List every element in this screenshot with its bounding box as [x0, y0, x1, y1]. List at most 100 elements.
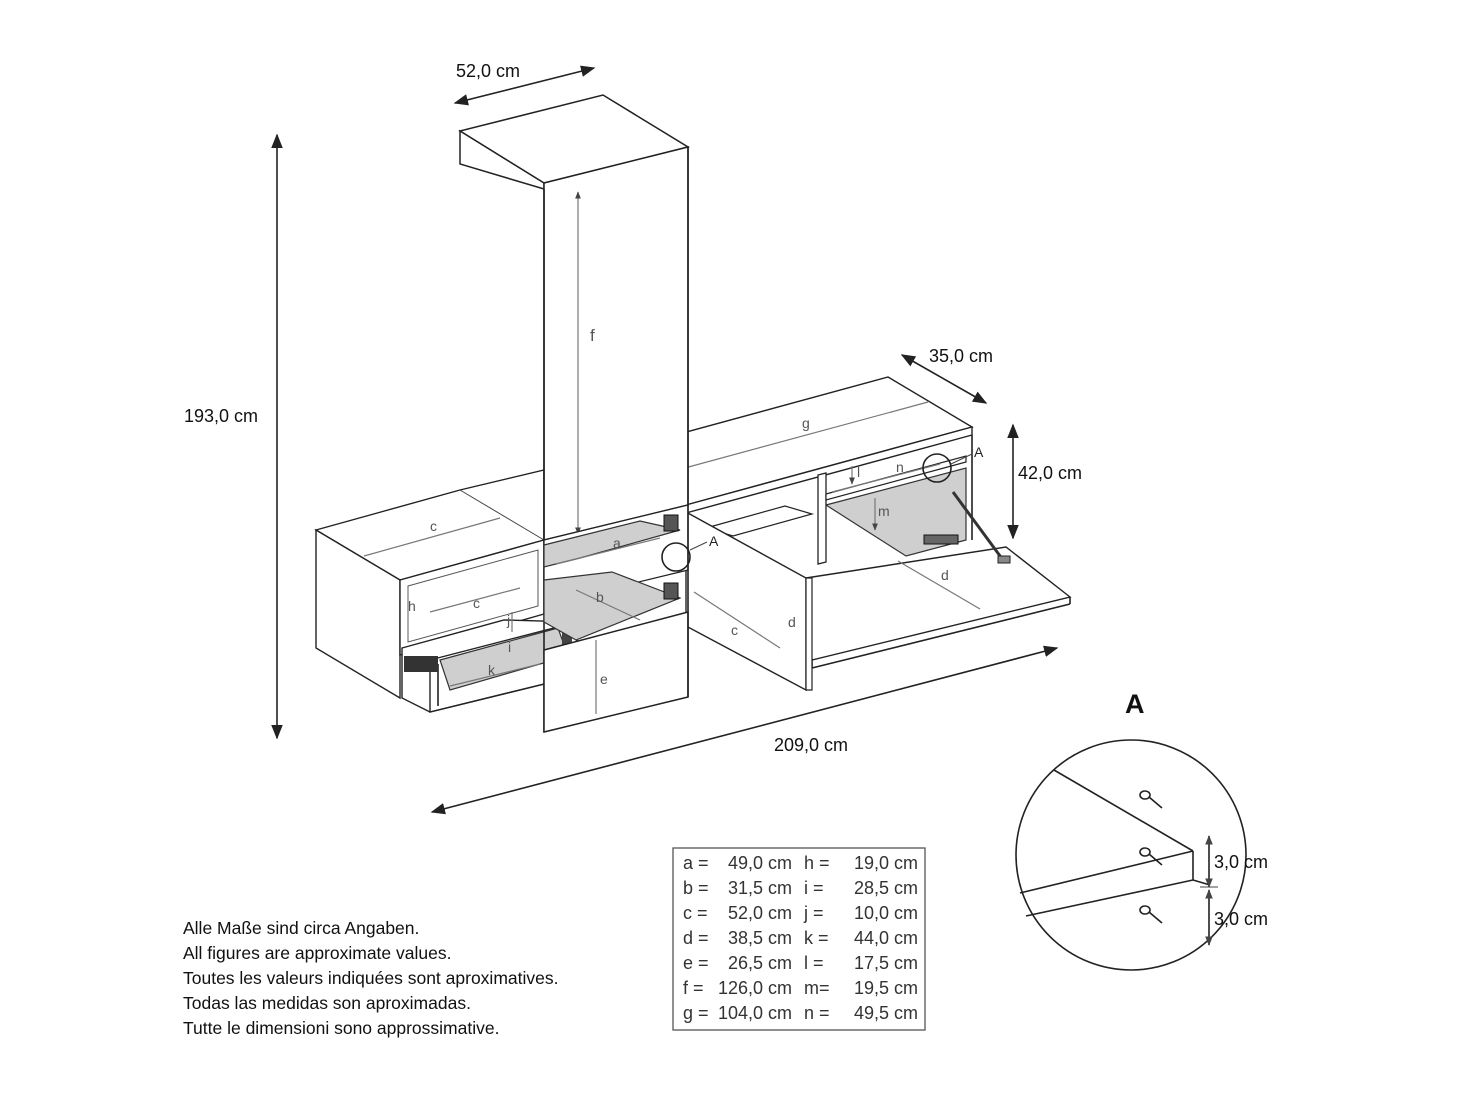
low-sideboard: [600, 376, 1072, 692]
measurements-table: a =49,0 cmb =31,5 cmc =52,0 cmd =38,5 cm…: [672, 847, 926, 1031]
detail-title: A: [1125, 689, 1145, 719]
low-sideboard-divider: [817, 472, 827, 565]
disclaimer-it: Tutte le dimensioni sono approssimative.: [183, 1018, 499, 1038]
disclaimer-de: Alle Maße sind circa Angaben.: [183, 918, 419, 938]
low-sideboard-compartment-floor: [824, 467, 967, 557]
left-drawer-cabinet: [314, 469, 578, 713]
disclaimer: Alle Maße sind circa Angaben. All figure…: [183, 918, 558, 1038]
detail-dim-upper: 3,0 cm: [1214, 852, 1268, 872]
hole-icon: [1139, 847, 1151, 857]
label-c-niche: c: [473, 595, 480, 611]
overall-dimension-lines: [271, 65, 1059, 815]
detail-a: A 3,0 cm 3,0 cm: [1015, 689, 1268, 971]
label-m: m: [878, 503, 890, 519]
compartment-shelf-a: [543, 520, 681, 568]
low-sideboard-left-door: [685, 510, 807, 692]
dim-depth-low: 35,0 cm: [929, 346, 993, 366]
table-key-right: h =: [804, 853, 830, 873]
table-key-right: m=: [804, 978, 830, 998]
measure-g-line: [647, 401, 929, 479]
detail-circle: [1015, 739, 1247, 971]
part-labels: f g l n m d d c a b e c c h j i k A A: [408, 326, 984, 687]
callout-label-left: A: [709, 533, 719, 549]
table-value-right: 49,5 cm: [854, 1003, 918, 1023]
table-value-right: 10,0 cm: [854, 903, 918, 923]
detail-dim-lower: 3,0 cm: [1214, 909, 1268, 929]
flap-bottom-edge: [811, 603, 1071, 669]
table-value-left: 38,5 cm: [728, 928, 792, 948]
label-a: a: [613, 535, 621, 551]
label-c-top: c: [430, 518, 437, 534]
measure-b-line: [575, 589, 641, 621]
callout-label-right: A: [974, 444, 984, 460]
label-j: j: [506, 612, 510, 628]
measure-c-niche-line: [429, 587, 521, 613]
measurements-table-frame: [672, 847, 926, 1031]
table-key-right: n =: [804, 1003, 830, 1023]
tall-cabinet: [458, 94, 708, 733]
dim-length-total: 209,0 cm: [774, 735, 848, 755]
callout-circle-right: [922, 453, 952, 483]
label-b: b: [596, 589, 604, 605]
detail-board-left-top: [1019, 850, 1194, 894]
hole-pin: [1148, 796, 1163, 809]
measure-d-line: [897, 560, 981, 610]
hole-icon: [1139, 905, 1151, 915]
disclaimer-es: Todas las medidas son aproximadas.: [183, 993, 471, 1013]
hole-pin: [1148, 911, 1163, 924]
low-sideboard-flap-door: [805, 546, 1072, 661]
table-key-left: a =: [683, 853, 709, 873]
callout-leader-left: [689, 541, 708, 551]
table-value-left: 104,0 cm: [718, 1003, 792, 1023]
dim-height-total: 193,0 cm: [184, 406, 258, 426]
hinge-upper: [663, 514, 679, 532]
label-i: i: [508, 639, 511, 655]
label-l: l: [857, 464, 860, 480]
table-key-right: i =: [804, 878, 824, 898]
table-key-right: k =: [804, 928, 829, 948]
table-key-right: j =: [803, 903, 824, 923]
table-value-right: 17,5 cm: [854, 953, 918, 973]
disclaimer-en: All figures are approximate values.: [183, 943, 451, 963]
flap-hinge: [923, 534, 959, 545]
label-f: f: [590, 326, 595, 345]
table-value-right: 19,5 cm: [854, 978, 918, 998]
table-key-left: b =: [683, 878, 709, 898]
label-n: n: [896, 459, 904, 475]
drawer-runner-left: [404, 656, 438, 672]
callout-circle-left: [661, 542, 691, 572]
table-value-left: 126,0 cm: [718, 978, 792, 998]
measure-c-door-line: [693, 591, 781, 649]
disclaimer-fr: Toutes les valeurs indiquées sont aproxi…: [183, 968, 558, 988]
label-g: g: [802, 415, 810, 431]
table-key-left: f =: [683, 978, 704, 998]
detail-board-left-bottom: [1025, 879, 1194, 917]
low-sideboard-shelf: [825, 455, 967, 501]
measure-n-line: [831, 463, 941, 493]
measure-a-line: [555, 537, 661, 565]
table-value-left: 26,5 cm: [728, 953, 792, 973]
detail-board-bottom-end: [1192, 879, 1211, 886]
measure-k-line: [449, 663, 541, 687]
flap-stay-arm: [951, 491, 1005, 561]
table-value-left: 52,0 cm: [728, 903, 792, 923]
table-key-left: g =: [683, 1003, 709, 1023]
dim-width-top: 52,0 cm: [456, 61, 520, 81]
dimline-length-total: [430, 645, 1059, 815]
table-key-left: e =: [683, 953, 709, 973]
label-k: k: [488, 662, 496, 678]
dimline-width-top: [453, 65, 596, 106]
table-key-left: c =: [683, 903, 708, 923]
table-value-left: 31,5 cm: [728, 878, 792, 898]
table-value-left: 49,0 cm: [728, 853, 792, 873]
table-value-right: 44,0 cm: [854, 928, 918, 948]
label-d-flap: d: [941, 567, 949, 583]
label-c-door: c: [731, 622, 738, 638]
left-cabinet-side: [315, 528, 401, 700]
tall-cabinet-back-panel: [543, 146, 689, 541]
label-d-door: d: [788, 614, 796, 630]
label-e: e: [600, 671, 608, 687]
dimline-depth-low: [900, 354, 988, 404]
